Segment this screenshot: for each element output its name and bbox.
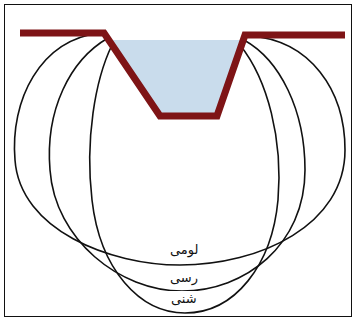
- clay-wetting-bulb: [49, 38, 305, 291]
- soil-label: شنی: [169, 291, 199, 307]
- frame: [5, 5, 352, 317]
- soil-label: لومی: [168, 242, 200, 258]
- loam-wetting-bulb: [14, 33, 345, 265]
- sand-wetting-bulb: [90, 45, 279, 313]
- soil-label: رسی: [168, 270, 200, 286]
- ground-surface: [20, 33, 345, 116]
